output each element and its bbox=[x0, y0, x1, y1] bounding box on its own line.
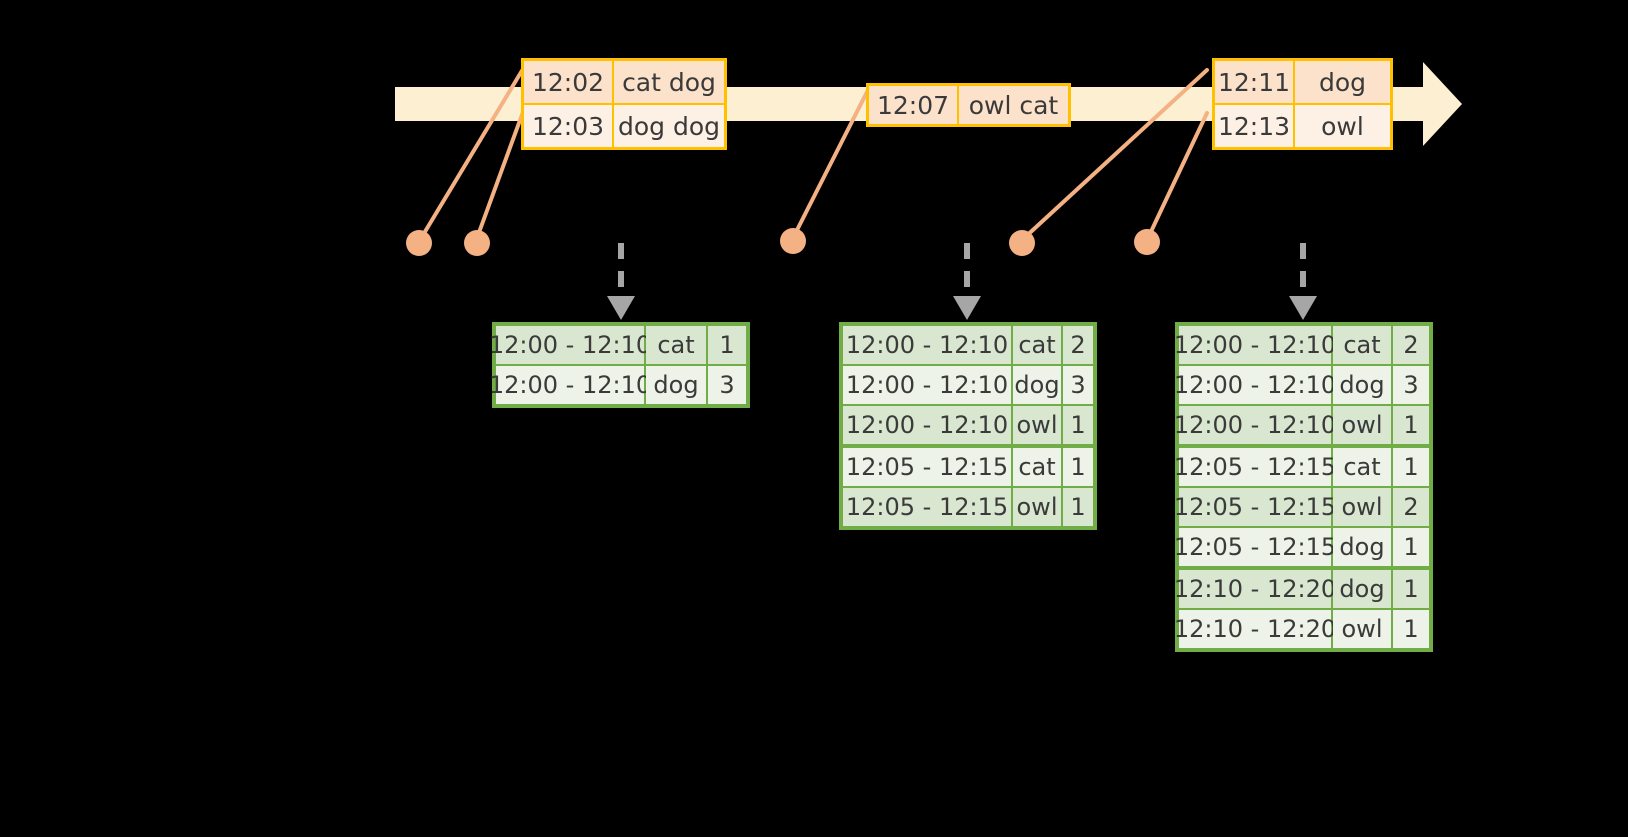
count-cell: 2 bbox=[1063, 326, 1093, 364]
table-row: 12:00 - 12:10 cat 1 bbox=[489, 326, 746, 364]
table-row: 12:00 - 12:10 dog 3 bbox=[489, 366, 746, 404]
connector-line-2 bbox=[475, 110, 525, 240]
count-cell: 1 bbox=[708, 326, 746, 364]
event-time: 12:07 bbox=[869, 86, 959, 124]
count-cell: 1 bbox=[1063, 448, 1093, 486]
table-row: 12:10 - 12:20 owl 1 bbox=[1174, 610, 1429, 648]
table-row: 12:05 - 12:15 owl 2 bbox=[1174, 488, 1429, 526]
window-cell: 12:05 - 12:15 bbox=[843, 488, 1011, 526]
window-cell: 12:00 - 12:10 bbox=[843, 406, 1011, 444]
event-row: 12:13 owl bbox=[1215, 103, 1390, 147]
word-cell: owl bbox=[1333, 406, 1391, 444]
event-payload: dog bbox=[1295, 61, 1390, 103]
word-cell: cat bbox=[1333, 326, 1391, 364]
window-cell: 12:00 - 12:10 bbox=[489, 366, 651, 404]
window-cell: 12:05 - 12:15 bbox=[1174, 488, 1336, 526]
count-cell: 1 bbox=[1393, 528, 1429, 566]
event-group-3[interactable]: 12:11 dog 12:13 owl bbox=[1212, 58, 1393, 150]
event-time: 12:11 bbox=[1215, 61, 1295, 103]
word-cell: dog bbox=[1013, 366, 1061, 404]
count-cell: 1 bbox=[1063, 406, 1093, 444]
word-cell: cat bbox=[1013, 326, 1061, 364]
result-table-3[interactable]: 12:00 - 12:10 cat 2 12:00 - 12:10 dog 3 … bbox=[1174, 322, 1433, 652]
event-row: 12:11 dog bbox=[1215, 61, 1390, 103]
window-cell: 12:05 - 12:15 bbox=[843, 448, 1011, 486]
event-group-2[interactable]: 12:07 owl cat bbox=[866, 83, 1071, 127]
connector-line-1 bbox=[418, 67, 525, 242]
table-row: 12:00 - 12:10 owl 1 bbox=[1174, 406, 1429, 444]
word-cell: dog bbox=[1333, 366, 1391, 404]
event-row: 12:03 dog dog bbox=[524, 103, 724, 147]
count-cell: 1 bbox=[1393, 610, 1429, 648]
event-payload: dog dog bbox=[614, 105, 724, 147]
dashed-arrow-head-1 bbox=[607, 296, 635, 320]
table-row: 12:05 - 12:15 owl 1 bbox=[843, 488, 1093, 526]
dashed-arrow-head-2 bbox=[953, 296, 981, 320]
count-cell: 1 bbox=[1393, 570, 1429, 608]
dashed-arrow-head-3 bbox=[1289, 296, 1317, 320]
count-cell: 1 bbox=[1393, 406, 1429, 444]
table-row: 12:00 - 12:10 owl 1 bbox=[843, 406, 1093, 444]
word-cell: dog bbox=[1333, 528, 1391, 566]
table-row: 12:00 - 12:10 dog 3 bbox=[1174, 366, 1429, 404]
event-time: 12:02 bbox=[524, 61, 614, 103]
count-cell: 1 bbox=[1063, 488, 1093, 526]
window-cell: 12:00 - 12:10 bbox=[489, 326, 651, 364]
word-cell: cat bbox=[646, 326, 706, 364]
window-cell: 12:10 - 12:20 bbox=[1174, 610, 1336, 648]
table-row: 12:00 - 12:10 dog 3 bbox=[843, 366, 1093, 404]
word-cell: owl bbox=[1013, 406, 1061, 444]
event-dot-5 bbox=[1134, 229, 1160, 255]
event-payload: owl bbox=[1295, 105, 1390, 147]
count-cell: 2 bbox=[1393, 488, 1429, 526]
event-dot-1 bbox=[406, 230, 432, 256]
table-row: 12:10 - 12:20 dog 1 bbox=[1174, 570, 1429, 608]
word-cell: cat bbox=[1333, 448, 1391, 486]
count-cell: 1 bbox=[1393, 448, 1429, 486]
result-table-2[interactable]: 12:00 - 12:10 cat 2 12:00 - 12:10 dog 3 … bbox=[839, 322, 1097, 530]
event-payload: owl cat bbox=[959, 86, 1068, 124]
event-row: 12:07 owl cat bbox=[869, 86, 1068, 124]
window-cell: 12:00 - 12:10 bbox=[843, 366, 1011, 404]
table-row: 12:05 - 12:15 cat 1 bbox=[843, 448, 1093, 486]
table-row: 12:05 - 12:15 cat 1 bbox=[1174, 448, 1429, 486]
count-cell: 2 bbox=[1393, 326, 1429, 364]
event-dot-3 bbox=[780, 228, 806, 254]
window-cell: 12:00 - 12:10 bbox=[1174, 406, 1336, 444]
event-dot-2 bbox=[464, 230, 490, 256]
word-cell: owl bbox=[1333, 488, 1391, 526]
window-cell: 12:10 - 12:20 bbox=[1174, 570, 1336, 608]
word-cell: cat bbox=[1013, 448, 1061, 486]
window-cell: 12:05 - 12:15 bbox=[1174, 528, 1336, 566]
word-cell: owl bbox=[1333, 610, 1391, 648]
event-payload: cat dog bbox=[614, 61, 724, 103]
event-row: 12:02 cat dog bbox=[524, 61, 724, 103]
window-cell: 12:05 - 12:15 bbox=[1174, 448, 1336, 486]
count-cell: 3 bbox=[1063, 366, 1093, 404]
event-group-1[interactable]: 12:02 cat dog 12:03 dog dog bbox=[521, 58, 727, 150]
window-cell: 12:00 - 12:10 bbox=[1174, 326, 1336, 364]
event-time: 12:03 bbox=[524, 105, 614, 147]
window-cell: 12:00 - 12:10 bbox=[1174, 366, 1336, 404]
event-time: 12:13 bbox=[1215, 105, 1295, 147]
word-cell: dog bbox=[646, 366, 706, 404]
connector-line-5 bbox=[1146, 111, 1209, 240]
count-cell: 3 bbox=[1393, 366, 1429, 404]
word-cell: dog bbox=[1333, 570, 1391, 608]
connector-line-3 bbox=[791, 88, 870, 240]
table-row: 12:00 - 12:10 cat 2 bbox=[1174, 326, 1429, 364]
result-table-1[interactable]: 12:00 - 12:10 cat 1 12:00 - 12:10 dog 3 bbox=[489, 322, 750, 408]
word-cell: owl bbox=[1013, 488, 1061, 526]
table-row: 12:00 - 12:10 cat 2 bbox=[843, 326, 1093, 364]
window-cell: 12:00 - 12:10 bbox=[843, 326, 1011, 364]
table-row: 12:05 - 12:15 dog 1 bbox=[1174, 528, 1429, 566]
count-cell: 3 bbox=[708, 366, 746, 404]
event-dot-4 bbox=[1009, 230, 1035, 256]
